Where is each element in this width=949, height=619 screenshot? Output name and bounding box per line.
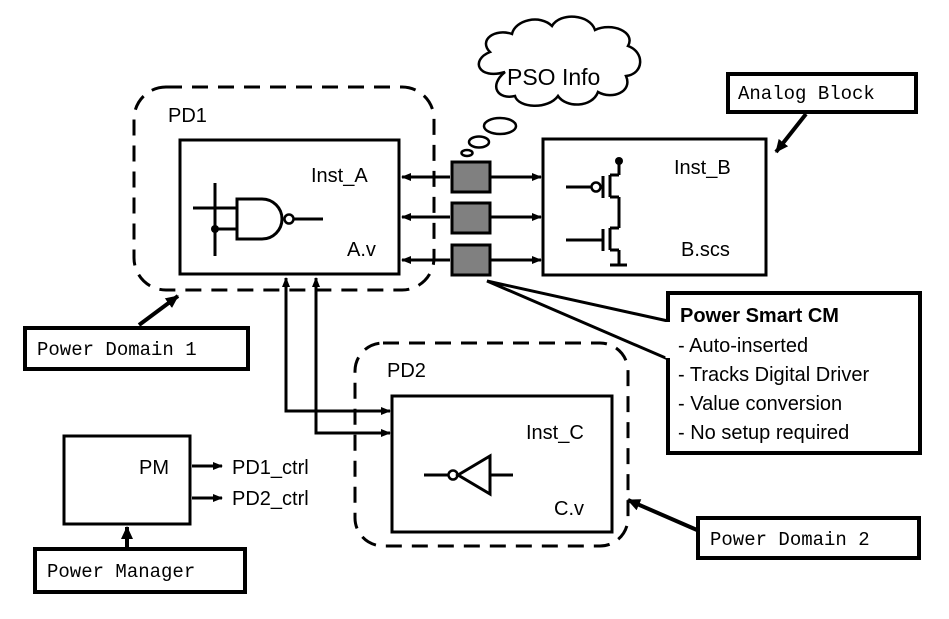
callout-box	[666, 291, 922, 455]
inst-b-box[interactable]	[541, 137, 768, 277]
pd2-callout-arrow	[627, 498, 698, 532]
callout-item: - No setup required	[678, 422, 849, 444]
pd1-callout-box	[23, 326, 250, 371]
connect-modules	[450, 160, 492, 277]
power-domain-1-callout: Power Domain 1	[23, 294, 250, 371]
inst-c-file: C.v	[554, 498, 584, 520]
pso-info-text: PSO Info	[507, 64, 600, 90]
pm-box[interactable]	[62, 434, 192, 526]
pd2-boundary	[353, 341, 630, 548]
cloud-shape	[477, 15, 642, 107]
inst-b-name: Inst_B	[674, 157, 731, 179]
inst-c-name: Inst_C	[526, 422, 584, 444]
cm-connections	[401, 173, 542, 264]
junction-dot	[211, 225, 219, 233]
pd2-callout-label: Power Domain 2	[710, 529, 870, 551]
power-domain-2-callout: Power Domain 2	[627, 498, 921, 560]
thought-bubble-medium	[467, 135, 491, 149]
analog-block-callout: Analog Block	[726, 72, 918, 154]
connect-module-2[interactable]	[450, 201, 492, 235]
callout-item: - Tracks Digital Driver	[678, 364, 869, 386]
pd1-ctrl-label: PD1_ctrl	[232, 457, 309, 479]
analog-block-label-box	[726, 72, 918, 114]
callout-item: - Value conversion	[678, 393, 842, 415]
pm-callout-label: Power Manager	[47, 561, 195, 583]
power-smart-cm-callout: Power Smart CM - Auto-inserted - Tracks …	[486, 279, 922, 455]
pd2-label: PD2	[387, 360, 426, 382]
inst-a-block[interactable]: Inst_A A.v	[178, 138, 401, 276]
pm-callout-box	[33, 547, 247, 594]
pd1-label: PD1	[168, 105, 207, 127]
nand-gate-icon	[193, 183, 323, 256]
inst-a-file: A.v	[347, 239, 376, 261]
connect-module-1[interactable]	[450, 160, 492, 194]
analog-callout-arrow	[774, 112, 808, 154]
inst-b-block[interactable]: Inst_B B.scs	[541, 137, 768, 277]
pd2-callout-box	[696, 516, 921, 560]
pm-block[interactable]: PM PD1_ctrl PD2_ctrl	[62, 434, 309, 526]
thought-bubble-small	[460, 148, 474, 158]
power-domain-1: PD1	[132, 85, 436, 292]
callout-pointer	[486, 279, 670, 362]
power-domain-2: PD2	[353, 341, 630, 548]
callout-title: Power Smart CM	[680, 305, 839, 327]
vdd-dot	[615, 157, 623, 165]
pd1-callout-label: Power Domain 1	[37, 339, 197, 361]
inst-c-block[interactable]: Inst_C C.v	[390, 394, 614, 534]
thought-bubble-large	[482, 116, 518, 136]
callout-item: - Auto-inserted	[678, 335, 808, 357]
inst-a-name: Inst_A	[311, 165, 368, 187]
inst-c-box[interactable]	[390, 394, 614, 534]
power-manager-callout: Power Manager	[33, 526, 247, 594]
cmos-transistor-icon	[566, 163, 627, 267]
connect-module-3[interactable]	[450, 243, 492, 277]
pd2-ctrl-label: PD2_ctrl	[232, 488, 309, 510]
inst-a-to-inst-c-wires	[282, 277, 391, 437]
pm-label: PM	[139, 457, 169, 479]
inst-b-file: B.scs	[681, 239, 730, 261]
pso-info-cloud: PSO Info	[460, 15, 642, 158]
analog-block-label: Analog Block	[738, 83, 875, 105]
pd1-boundary	[132, 85, 436, 292]
inverter-icon	[424, 453, 513, 497]
pd1-callout-arrow	[137, 294, 180, 327]
